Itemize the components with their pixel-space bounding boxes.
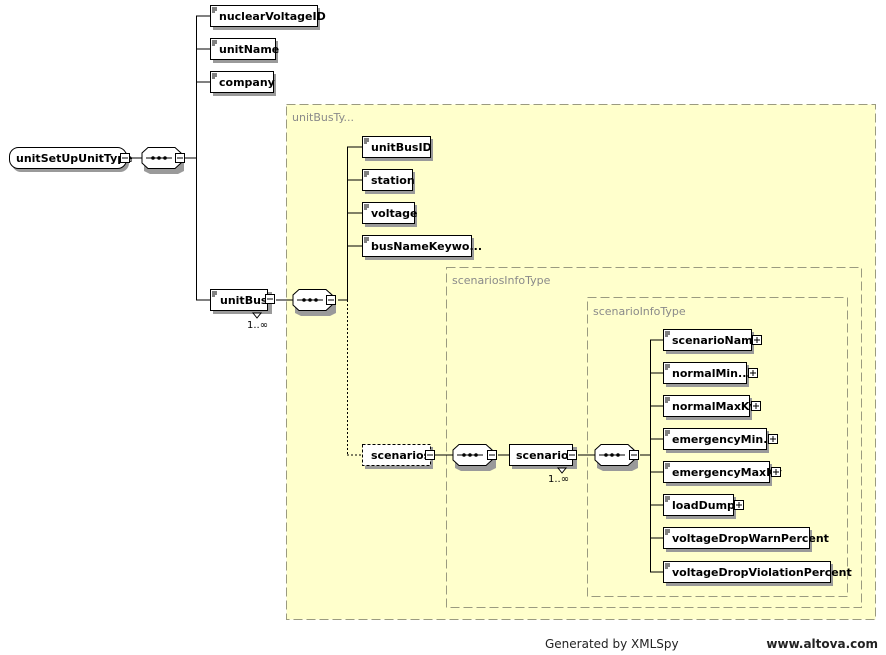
element-label: loadDump bbox=[672, 499, 735, 512]
unitbus-sequence-compositor[interactable] bbox=[292, 289, 336, 317]
element-icon bbox=[665, 364, 670, 370]
collapse-icon[interactable] bbox=[120, 153, 130, 163]
element-scenarioName[interactable]: scenarioName bbox=[663, 329, 762, 355]
element-icon bbox=[212, 40, 217, 46]
collapse-icon[interactable] bbox=[487, 450, 497, 460]
element-label: voltageDropWarnPercent bbox=[672, 532, 829, 545]
element-emergencyMaxKv[interactable]: emergencyMaxKv bbox=[663, 461, 783, 487]
element-label: unitBusID bbox=[371, 141, 432, 154]
element-icon bbox=[665, 331, 670, 337]
element-company[interactable]: company bbox=[210, 71, 277, 97]
element-label: scenarioName bbox=[672, 334, 760, 347]
element-icon bbox=[364, 138, 369, 144]
root-element[interactable]: unitSetUpUnitType bbox=[9, 147, 133, 173]
element-label: emergencyMin... bbox=[672, 433, 776, 446]
repeat-marker-icon bbox=[251, 312, 263, 319]
collapse-icon[interactable] bbox=[175, 153, 185, 163]
collapse-icon[interactable] bbox=[265, 294, 275, 304]
scenarios-type-label: scenariosInfoType bbox=[452, 274, 551, 287]
element-unitName[interactable]: unitName bbox=[210, 38, 280, 64]
expand-icon[interactable] bbox=[768, 434, 778, 444]
connector-lines bbox=[127, 15, 663, 573]
element-loadDump[interactable]: loadDump bbox=[663, 494, 744, 520]
element-icon bbox=[665, 397, 670, 403]
element-label: company bbox=[219, 76, 275, 89]
element-icon bbox=[665, 430, 670, 436]
expand-icon[interactable] bbox=[752, 335, 762, 345]
element-label: nuclearVoltageID bbox=[219, 10, 326, 23]
element-unitBus[interactable]: unitBus 1..∞ bbox=[210, 289, 275, 332]
element-nuclearVoltageID[interactable]: nuclearVoltageID bbox=[210, 5, 326, 31]
altova-url[interactable]: www.altova.com bbox=[766, 637, 878, 651]
element-label: emergencyMaxKv bbox=[672, 466, 783, 479]
collapse-icon[interactable] bbox=[326, 295, 336, 305]
element-busNameKeyword[interactable]: busNameKeywo... bbox=[362, 235, 483, 261]
element-scenario[interactable]: scenario 1..∞ bbox=[509, 444, 578, 486]
element-icon bbox=[665, 496, 670, 502]
element-icon bbox=[665, 463, 670, 469]
scenario-type-label: scenarioInfoType bbox=[593, 305, 686, 318]
element-icon bbox=[212, 73, 217, 79]
element-icon bbox=[212, 291, 217, 297]
multiplicity-label: 1..∞ bbox=[548, 474, 569, 485]
scenario-sequence-compositor[interactable] bbox=[594, 444, 639, 472]
element-label: voltageDropViolationPercent bbox=[672, 566, 852, 579]
element-scenarios[interactable]: scenarios bbox=[362, 444, 435, 470]
collapse-icon[interactable] bbox=[629, 450, 639, 460]
element-normalMaxKv[interactable]: normalMaxKv bbox=[663, 395, 761, 421]
scenarios-sequence-compositor[interactable] bbox=[452, 444, 497, 472]
element-label: voltage bbox=[371, 207, 418, 220]
expand-icon[interactable] bbox=[771, 467, 781, 477]
element-label: unitName bbox=[219, 43, 279, 56]
element-icon bbox=[665, 529, 670, 535]
element-icon bbox=[364, 171, 369, 177]
collapse-icon[interactable] bbox=[425, 450, 435, 460]
generated-by-text: Generated by XMLSpy bbox=[545, 637, 679, 651]
multiplicity-label: 1..∞ bbox=[247, 320, 268, 331]
element-label: unitBus bbox=[220, 294, 268, 307]
element-station[interactable]: station bbox=[362, 169, 416, 195]
element-icon bbox=[665, 563, 670, 569]
repeat-marker-icon bbox=[556, 467, 568, 474]
element-label: busNameKeywo... bbox=[371, 240, 482, 253]
element-label: scenarios bbox=[371, 449, 431, 462]
expand-icon[interactable] bbox=[751, 401, 761, 411]
element-unitBusID[interactable]: unitBusID bbox=[362, 136, 434, 162]
element-label: station bbox=[371, 174, 415, 187]
unitbus-type-label: unitBusTy... bbox=[292, 111, 354, 124]
expand-icon[interactable] bbox=[734, 500, 744, 510]
root-sequence-compositor[interactable] bbox=[141, 147, 185, 175]
element-label: normalMin... bbox=[672, 367, 751, 380]
element-normalMinKv[interactable]: normalMin... bbox=[663, 362, 758, 388]
expand-icon[interactable] bbox=[748, 368, 758, 378]
element-label: normalMaxKv bbox=[672, 400, 757, 413]
element-emergencyMinKv[interactable]: emergencyMin... bbox=[663, 428, 778, 454]
collapse-icon[interactable] bbox=[567, 450, 577, 460]
element-icon bbox=[364, 204, 369, 210]
element-icon bbox=[364, 237, 369, 243]
element-voltage[interactable]: voltage bbox=[362, 202, 418, 228]
element-voltageDropViolationPercent[interactable]: voltageDropViolationPercent bbox=[663, 561, 852, 587]
root-element-label: unitSetUpUnitType bbox=[16, 152, 133, 165]
element-label: scenario bbox=[516, 449, 569, 462]
element-icon bbox=[212, 7, 217, 13]
element-voltageDropWarnPercent[interactable]: voltageDropWarnPercent bbox=[663, 527, 829, 553]
